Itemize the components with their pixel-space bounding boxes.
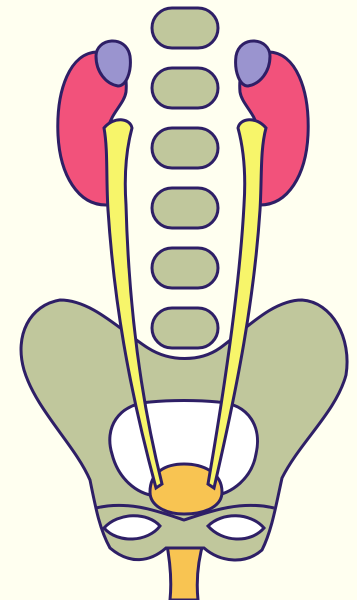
vertebra	[152, 8, 218, 48]
vertebra	[152, 248, 218, 288]
vertebra	[152, 128, 218, 168]
vertebra	[152, 308, 218, 348]
vertebra	[152, 68, 218, 108]
vertebra	[152, 188, 218, 228]
